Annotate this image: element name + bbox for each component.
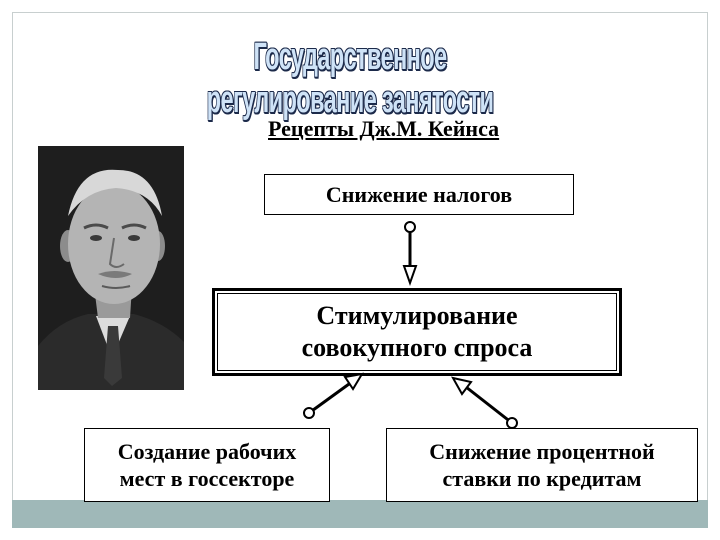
bottom-bar [12, 500, 708, 528]
box-aggregate-demand: Стимулирование совокупного спроса [212, 288, 622, 376]
slide-title: Государственное регулирование занятости [206, 36, 494, 121]
box-interest-rate-line1: Снижение процентной [429, 438, 655, 464]
box-public-jobs-line1: Создание рабочих [117, 438, 297, 464]
portrait-photo [38, 146, 184, 390]
box-interest-rate: Снижение процентной ставки по кредитам [386, 428, 698, 502]
box-aggregate-demand-line2: совокупного спроса [301, 333, 533, 362]
box-interest-rate-line2: ставки по кредитам [442, 466, 642, 491]
box-aggregate-demand-line1: Стимулирование [316, 300, 518, 330]
box-public-jobs: Создание рабочих мест в госсекторе [84, 428, 330, 502]
slide-subtitle: Рецепты Дж.М. Кейнса [268, 116, 500, 141]
box-tax-cut: Снижение налогов [264, 174, 574, 215]
portrait-illustration [38, 146, 184, 390]
box-public-jobs-line2: мест в госсекторе [119, 466, 295, 491]
